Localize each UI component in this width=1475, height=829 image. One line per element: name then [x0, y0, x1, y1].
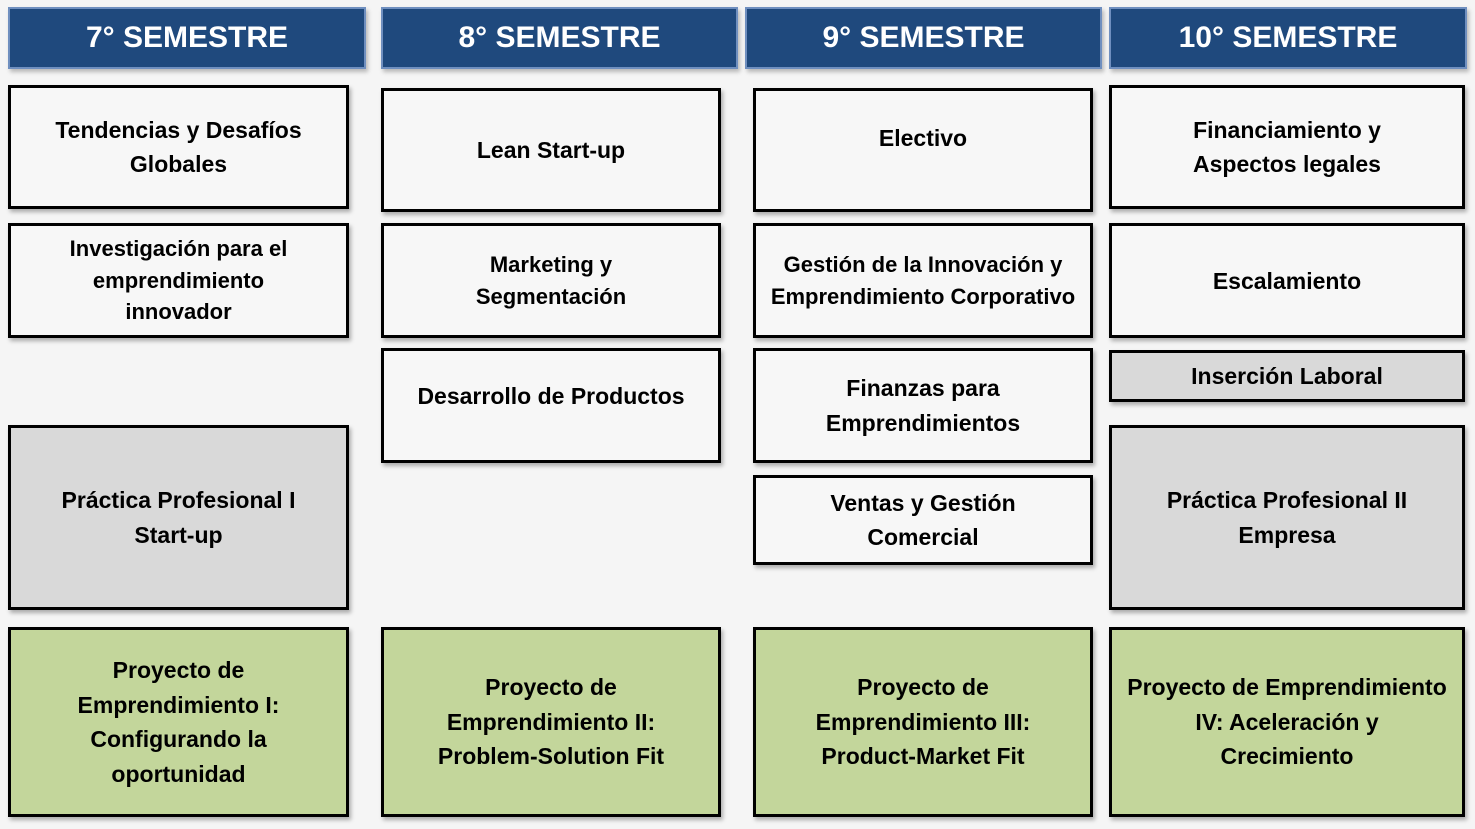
course-investigacion: Investigación para el emprendimiento inn… — [8, 223, 349, 338]
course-ventas: Ventas y Gestión Comercial — [753, 475, 1093, 565]
project-emprendimiento-3: Proyecto de Emprendimiento III: Product-… — [753, 627, 1093, 817]
course-electivo: Electivo — [753, 88, 1093, 212]
course-tendencias: Tendencias y Desafíos Globales — [8, 85, 349, 209]
project-emprendimiento-1: Proyecto de Emprendimiento I: Configuran… — [8, 627, 349, 817]
course-finanzas: Finanzas para Emprendimientos — [753, 348, 1093, 463]
course-escalamiento: Escalamiento — [1109, 223, 1465, 338]
practice-profesional-2: Práctica Profesional II Empresa — [1109, 425, 1465, 610]
course-gestion-innovacion: Gestión de la Innovación y Emprendimient… — [753, 223, 1093, 338]
header-semester-8: 8° SEMESTRE — [381, 7, 738, 69]
course-financiamiento: Financiamiento y Aspectos legales — [1109, 85, 1465, 209]
course-lean-startup: Lean Start-up — [381, 88, 721, 212]
header-semester-7: 7° SEMESTRE — [8, 7, 366, 69]
project-emprendimiento-2: Proyecto de Emprendimiento II: Problem-S… — [381, 627, 721, 817]
course-marketing: Marketing y Segmentación — [381, 223, 721, 338]
course-insercion-laboral: Inserción Laboral — [1109, 350, 1465, 402]
project-emprendimiento-4: Proyecto de Emprendimiento IV: Aceleraci… — [1109, 627, 1465, 817]
course-desarrollo-productos: Desarrollo de Productos — [381, 348, 721, 463]
practice-profesional-1: Práctica Profesional I Start-up — [8, 425, 349, 610]
header-semester-9: 9° SEMESTRE — [745, 7, 1102, 69]
header-semester-10: 10° SEMESTRE — [1109, 7, 1467, 69]
